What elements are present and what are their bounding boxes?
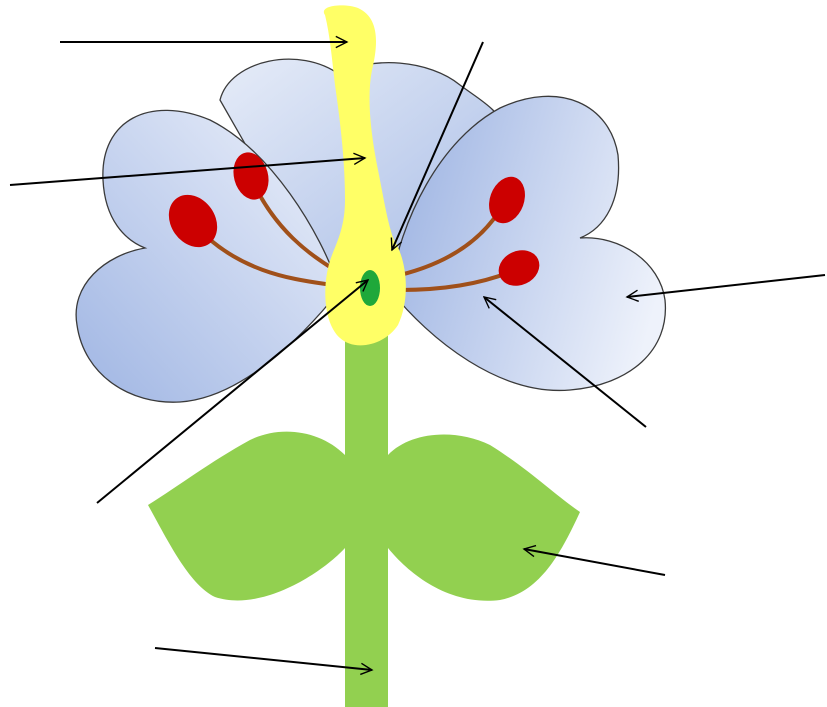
leaf-right bbox=[388, 435, 580, 601]
arrow-stem bbox=[155, 648, 372, 670]
stem bbox=[345, 330, 388, 707]
ovule bbox=[360, 270, 380, 306]
leaf-left bbox=[148, 432, 345, 601]
